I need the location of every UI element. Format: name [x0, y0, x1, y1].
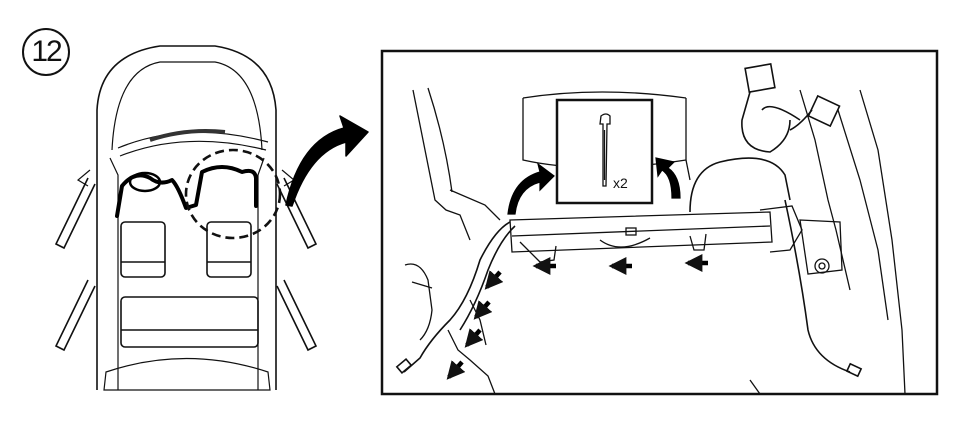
front-right-door	[276, 177, 318, 250]
rear-seat	[120, 296, 259, 348]
callout-arrow-left	[507, 162, 555, 215]
callout-arrow-right	[655, 157, 681, 199]
step-number: 12	[31, 35, 62, 68]
harness-connector-b	[807, 94, 841, 128]
front-right-seat	[206, 221, 252, 278]
zoom-highlight-circle	[184, 148, 282, 240]
step-number-badge: 12	[22, 28, 70, 76]
routing-arrow-icon	[484, 270, 504, 290]
front-left-door	[54, 177, 96, 250]
zoom-arrow-icon	[285, 115, 369, 207]
routing-arrows	[446, 254, 708, 380]
detail-wire-harness	[395, 62, 863, 378]
rear-right-door	[276, 279, 318, 352]
zip-tie-callout: x2	[555, 98, 654, 205]
front-left-seat	[120, 221, 166, 278]
callout-pointer-arrows	[507, 157, 681, 215]
car-wire-harness	[115, 165, 258, 218]
harness-connector-a	[744, 62, 776, 94]
car-top-view	[54, 45, 318, 391]
rear-left-door	[54, 279, 96, 352]
zip-tie-icon	[599, 113, 611, 187]
zip-tie-quantity: x2	[613, 175, 628, 191]
routing-arrow-icon	[446, 360, 466, 380]
routing-arrow-icon	[464, 328, 484, 348]
routing-arrow-icon	[473, 300, 493, 320]
detail-panel	[380, 49, 939, 396]
